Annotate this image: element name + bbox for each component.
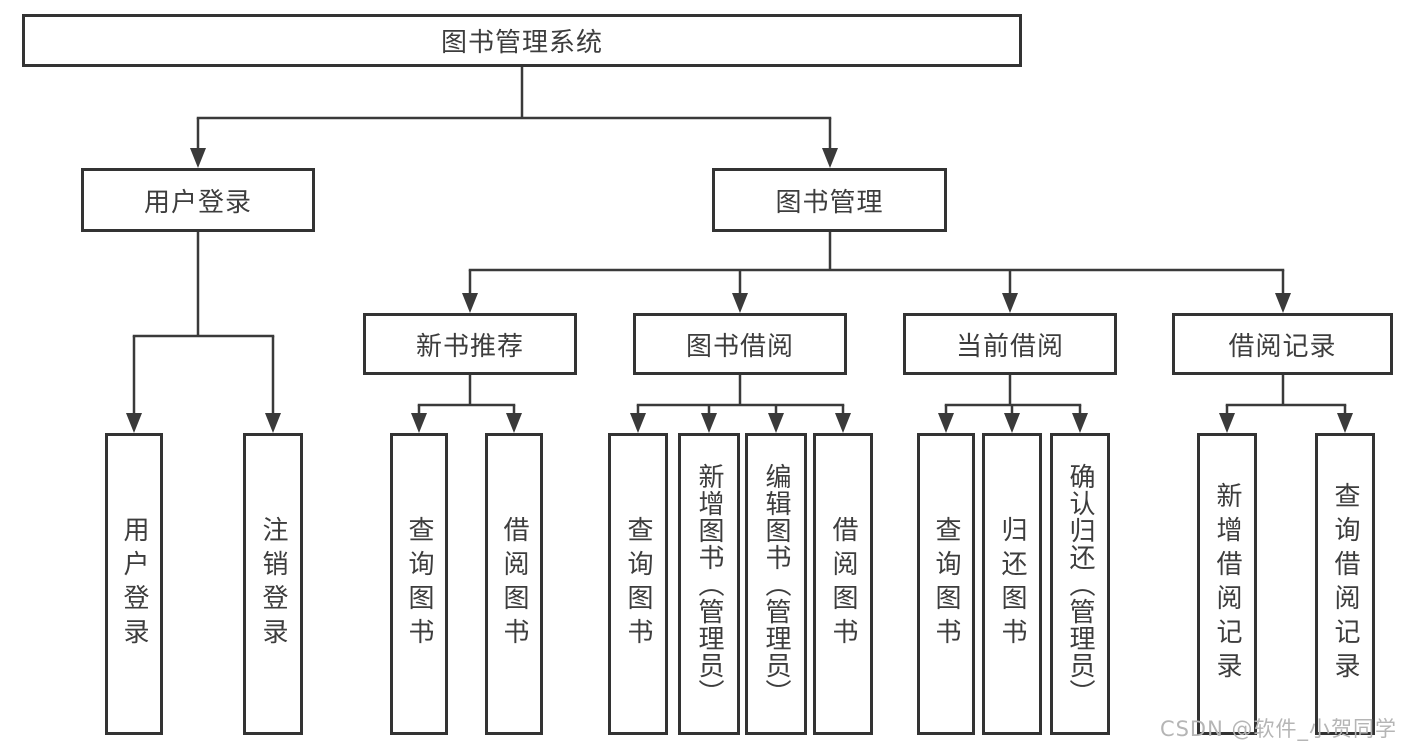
leaf-logout: 注销登录	[243, 433, 303, 735]
leaf-label: 借阅图书	[499, 516, 529, 652]
node-label: 借阅记录	[1228, 331, 1337, 362]
leaf-label: 注销登录	[258, 516, 288, 652]
leaf-label: 归还图书	[997, 516, 1027, 652]
leaf-edit-books-admin: 编辑图书（管理员）	[745, 433, 807, 735]
node-label: 新书推荐	[415, 331, 524, 362]
node-library-system: 图书管理系统	[22, 14, 1022, 67]
node-label: 图书管理系统	[440, 28, 603, 58]
leaf-add-books-admin: 新增图书（管理员）	[678, 433, 740, 735]
leaf-label: 查询图书	[931, 516, 961, 652]
leaf-return-books: 归还图书	[982, 433, 1042, 735]
node-user-login: 用户登录	[81, 168, 315, 232]
node-label: 当前借阅	[955, 331, 1064, 362]
node-current-borrowing: 当前借阅	[903, 313, 1117, 375]
leaf-label: 确认归还（管理员）	[1065, 462, 1095, 706]
leaf-label: 新增借阅记录	[1212, 482, 1242, 686]
leaf-label: 新增图书（管理员）	[694, 462, 724, 706]
leaf-borrow-books-borrowing: 借阅图书	[813, 433, 873, 735]
watermark-text: CSDN @软件_小贺同学	[1159, 717, 1397, 741]
node-new-book-recommend: 新书推荐	[363, 313, 577, 375]
node-borrowing-records: 借阅记录	[1172, 313, 1393, 375]
leaf-add-borrow-record: 新增借阅记录	[1197, 433, 1257, 735]
leaf-label: 查询图书	[623, 516, 653, 652]
leaf-label: 查询图书	[404, 516, 434, 652]
leaf-label: 查询借阅记录	[1330, 482, 1360, 686]
leaf-confirm-return-admin: 确认归还（管理员）	[1050, 433, 1110, 735]
leaf-query-books-current: 查询图书	[917, 433, 975, 735]
node-book-management: 图书管理	[712, 168, 947, 232]
node-book-borrowing: 图书借阅	[633, 313, 847, 375]
leaf-query-books-recommend: 查询图书	[390, 433, 448, 735]
node-label: 用户登录	[143, 187, 252, 218]
leaf-label: 编辑图书（管理员）	[761, 462, 791, 706]
leaf-query-books-borrowing: 查询图书	[608, 433, 668, 735]
node-label: 图书借阅	[685, 331, 794, 362]
leaf-borrow-books-recommend: 借阅图书	[485, 433, 543, 735]
leaf-label: 借阅图书	[828, 516, 858, 652]
leaf-label: 用户登录	[119, 516, 149, 652]
node-label: 图书管理	[775, 187, 884, 218]
leaf-user-login: 用户登录	[105, 433, 163, 735]
leaf-query-borrow-record: 查询借阅记录	[1315, 433, 1375, 735]
